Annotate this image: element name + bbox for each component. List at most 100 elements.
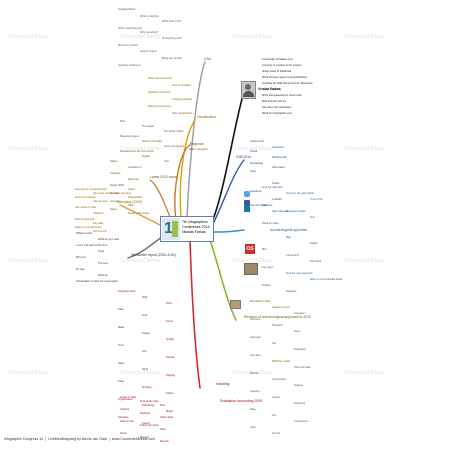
twitter-child[interactable]: Developing bbox=[250, 162, 263, 165]
regional-child[interactable]: Project bbox=[142, 155, 151, 158]
methods-child[interactable]: Reporting bbox=[294, 402, 306, 405]
sampling-child[interactable]: Statistics bbox=[93, 212, 104, 215]
methods-child[interactable]: Evaluation bbox=[294, 348, 307, 351]
archaeological-child[interactable]: Connecting bbox=[286, 254, 300, 257]
newsletter-child[interactable]: A very soft word of the time bbox=[76, 244, 108, 247]
regional-child[interactable]: For all the others bbox=[164, 130, 184, 133]
latest-report-child[interactable]: Sense of the body bbox=[128, 212, 149, 215]
twitter-child[interactable]: See the conference bbox=[250, 204, 273, 207]
evaluation-child[interactable]: Steps bbox=[120, 432, 127, 435]
speaker-child[interactable]: design team of Facebook bbox=[262, 70, 292, 73]
evaluation-child[interactable]: Find all the data bbox=[140, 400, 159, 403]
twitter-child[interactable]: Information bbox=[272, 166, 285, 169]
methods-child[interactable]: Team bbox=[294, 330, 301, 333]
speaker-child[interactable]: Work has been given to all publications bbox=[262, 76, 307, 79]
methods-child[interactable]: Results bbox=[250, 372, 259, 375]
evaluation-branch-label[interactable]: Evaluation Accounting 2009 bbox=[220, 399, 262, 403]
archaeological-child[interactable]: Find the web plan bbox=[262, 186, 283, 189]
newsletter-branch-label[interactable]: Newsletter report (2010-2011) bbox=[131, 253, 176, 257]
methods-child[interactable]: Key bbox=[272, 414, 277, 417]
regional-child[interactable]: Developed for the community bbox=[120, 150, 154, 153]
visualization-child[interactable]: Wide-web resources bbox=[148, 77, 172, 80]
handling-child[interactable]: Design bbox=[142, 332, 151, 335]
regional-branch-label[interactable]: Regional bbox=[190, 142, 204, 146]
twitter-child[interactable]: Interactive bbox=[272, 146, 284, 149]
archaeological-child[interactable]: Data bbox=[262, 204, 268, 207]
newsletter-child[interactable]: Different work bbox=[76, 232, 92, 235]
latest-report-child[interactable]: Compare to bbox=[128, 166, 142, 169]
latest-report-child[interactable]: Changes bbox=[110, 172, 121, 175]
methods-child[interactable]: Structure bbox=[250, 318, 261, 321]
usa-child[interactable]: Bring-ups of data bbox=[162, 57, 182, 60]
sampling-child[interactable]: Use others to help bbox=[75, 206, 97, 209]
handling-child[interactable]: Publishing bbox=[142, 404, 154, 407]
latest-report-branch-label[interactable]: Latest 2012 report bbox=[150, 175, 178, 179]
methods-branch-label[interactable]: Revision of archaeological approach to 2… bbox=[244, 315, 311, 319]
newsletter-child[interactable]: What do you need bbox=[98, 238, 120, 241]
evaluation-child[interactable]: Scope of data bbox=[120, 396, 137, 399]
regional-child[interactable]: Regional project bbox=[120, 135, 139, 138]
twitter-child[interactable]: LinkedIn bbox=[272, 198, 282, 201]
regional-child[interactable]: Tool bbox=[164, 160, 169, 163]
latest-report-child[interactable]: Nearly 2009 bbox=[110, 184, 124, 187]
archaeological-child[interactable]: Excavating ideas bbox=[286, 210, 306, 213]
handling-child[interactable]: Keep bbox=[118, 380, 125, 383]
speaker-branch-label[interactable]: Nicolas Farkas bbox=[258, 87, 281, 91]
speaker-child[interactable]: Built around tools for bbox=[262, 100, 286, 103]
speaker-child[interactable]: Work for infographics.com bbox=[262, 112, 293, 115]
archaeological-child[interactable]: Recorded bbox=[310, 260, 322, 263]
evaluation-child[interactable]: Start bbox=[160, 428, 166, 431]
latest-report-child[interactable]: Data rate bbox=[128, 178, 139, 181]
handling-child[interactable]: Structure bbox=[118, 416, 129, 419]
methods-child[interactable]: Build the model bbox=[272, 360, 290, 363]
regional-child[interactable]: Plan bbox=[120, 120, 126, 123]
handling-child[interactable]: Follow bbox=[166, 392, 174, 395]
archaeological-child[interactable]: Sources: the open fields bbox=[286, 192, 314, 195]
handling-child[interactable]: Data bbox=[118, 308, 124, 311]
latest-report-child[interactable]: Notes bbox=[110, 208, 117, 211]
regional-child[interactable]: The graph bbox=[142, 125, 154, 128]
methods-child[interactable]: Layout bbox=[272, 396, 280, 399]
latest-report-child[interactable]: Taking bbox=[110, 160, 118, 163]
central-topic[interactable]: 1 7th Infographics Conference 2014 Nicol… bbox=[160, 216, 214, 242]
methods-child[interactable]: Most Before Most bbox=[250, 300, 271, 303]
archaeological-child[interactable]: Read the data bbox=[262, 222, 279, 225]
evaluation-child[interactable]: Plan bbox=[160, 404, 166, 407]
twitter-child[interactable]: Create tools bbox=[250, 140, 264, 143]
speaker-child[interactable]: Visual Magazine bbox=[262, 88, 281, 91]
evaluation-child[interactable]: Reports bbox=[140, 436, 150, 439]
archaeological-child[interactable]: Ways to communicate ideas bbox=[310, 278, 343, 281]
handling-child[interactable]: Focus bbox=[166, 320, 174, 323]
usa-child[interactable]: Anything all about it bbox=[118, 64, 141, 67]
latest-report-child[interactable]: Overall bbox=[110, 192, 119, 195]
methods-child[interactable]: Use data bbox=[250, 354, 261, 357]
archaeological-child[interactable]: Tool bbox=[310, 216, 315, 219]
archaeological-branch-label[interactable]: Archaeological approach bbox=[270, 228, 308, 232]
handling-child[interactable]: 2012 bbox=[166, 302, 172, 305]
speaker-child[interactable]: Currently a member of the product bbox=[262, 64, 302, 67]
methods-child[interactable]: Set bbox=[272, 342, 276, 345]
newsletter-child[interactable]: The end bbox=[98, 262, 108, 265]
visualization-child[interactable]: Making connections bbox=[148, 105, 171, 108]
sampling-child[interactable]: Does go for comprehension bbox=[75, 188, 107, 191]
visualization-child[interactable]: Sparkline elements bbox=[148, 91, 171, 94]
methods-child[interactable]: Source bbox=[272, 432, 281, 435]
sampling-child[interactable]: All people decide about sampling bbox=[93, 192, 132, 195]
sampling-child[interactable]: Start to deal with bbox=[75, 218, 95, 221]
handling-child[interactable]: Working bbox=[142, 386, 152, 389]
visualization-child[interactable]: How to visualize bbox=[172, 84, 191, 87]
handling-child[interactable]: Model bbox=[166, 410, 174, 413]
evaluation-child[interactable]: Data on site bbox=[120, 420, 134, 423]
handling-child[interactable]: Quality bbox=[166, 338, 175, 341]
speaker-child[interactable]: Also have the Information bbox=[262, 106, 292, 109]
methods-child[interactable]: Show the data bbox=[294, 366, 311, 369]
methods-child[interactable]: Keeping bbox=[250, 390, 260, 393]
usa-child[interactable]: When searching how bbox=[118, 27, 143, 30]
archaeological-child[interactable]: Statistics bbox=[286, 290, 297, 293]
sampling-child[interactable]: Economic change bbox=[75, 196, 96, 199]
handling-child[interactable]: Organization bbox=[118, 398, 133, 401]
sampling-branch-label[interactable]: Sampling (2009) bbox=[117, 200, 142, 204]
latest-report-child[interactable]: Data bbox=[128, 204, 134, 207]
sampling-child[interactable]: Key data bbox=[93, 222, 104, 225]
methods-child[interactable]: Animation bbox=[294, 312, 306, 315]
